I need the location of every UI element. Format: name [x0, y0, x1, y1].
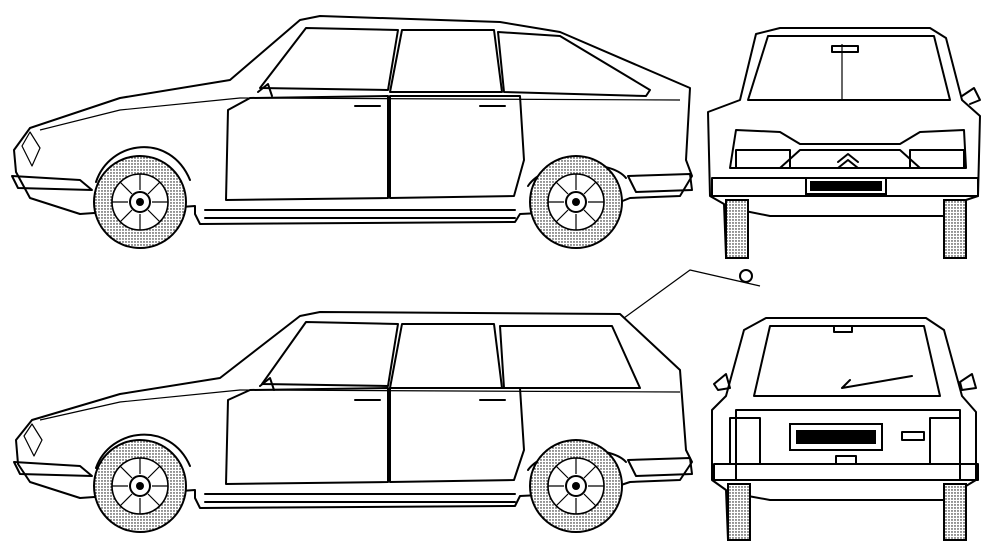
side-view-estate	[13, 311, 693, 533]
callout-mark-icon	[739, 269, 753, 283]
side-view-hatchback	[11, 15, 693, 249]
rear-wheel-icon	[529, 439, 623, 533]
front-wheel-icon	[93, 439, 187, 533]
front-wheel-icon	[93, 155, 187, 249]
rear-view-hatchback	[707, 27, 981, 259]
rear-wheel-icon	[529, 155, 623, 249]
rear-view-estate	[711, 317, 979, 541]
leader-line	[623, 269, 761, 319]
